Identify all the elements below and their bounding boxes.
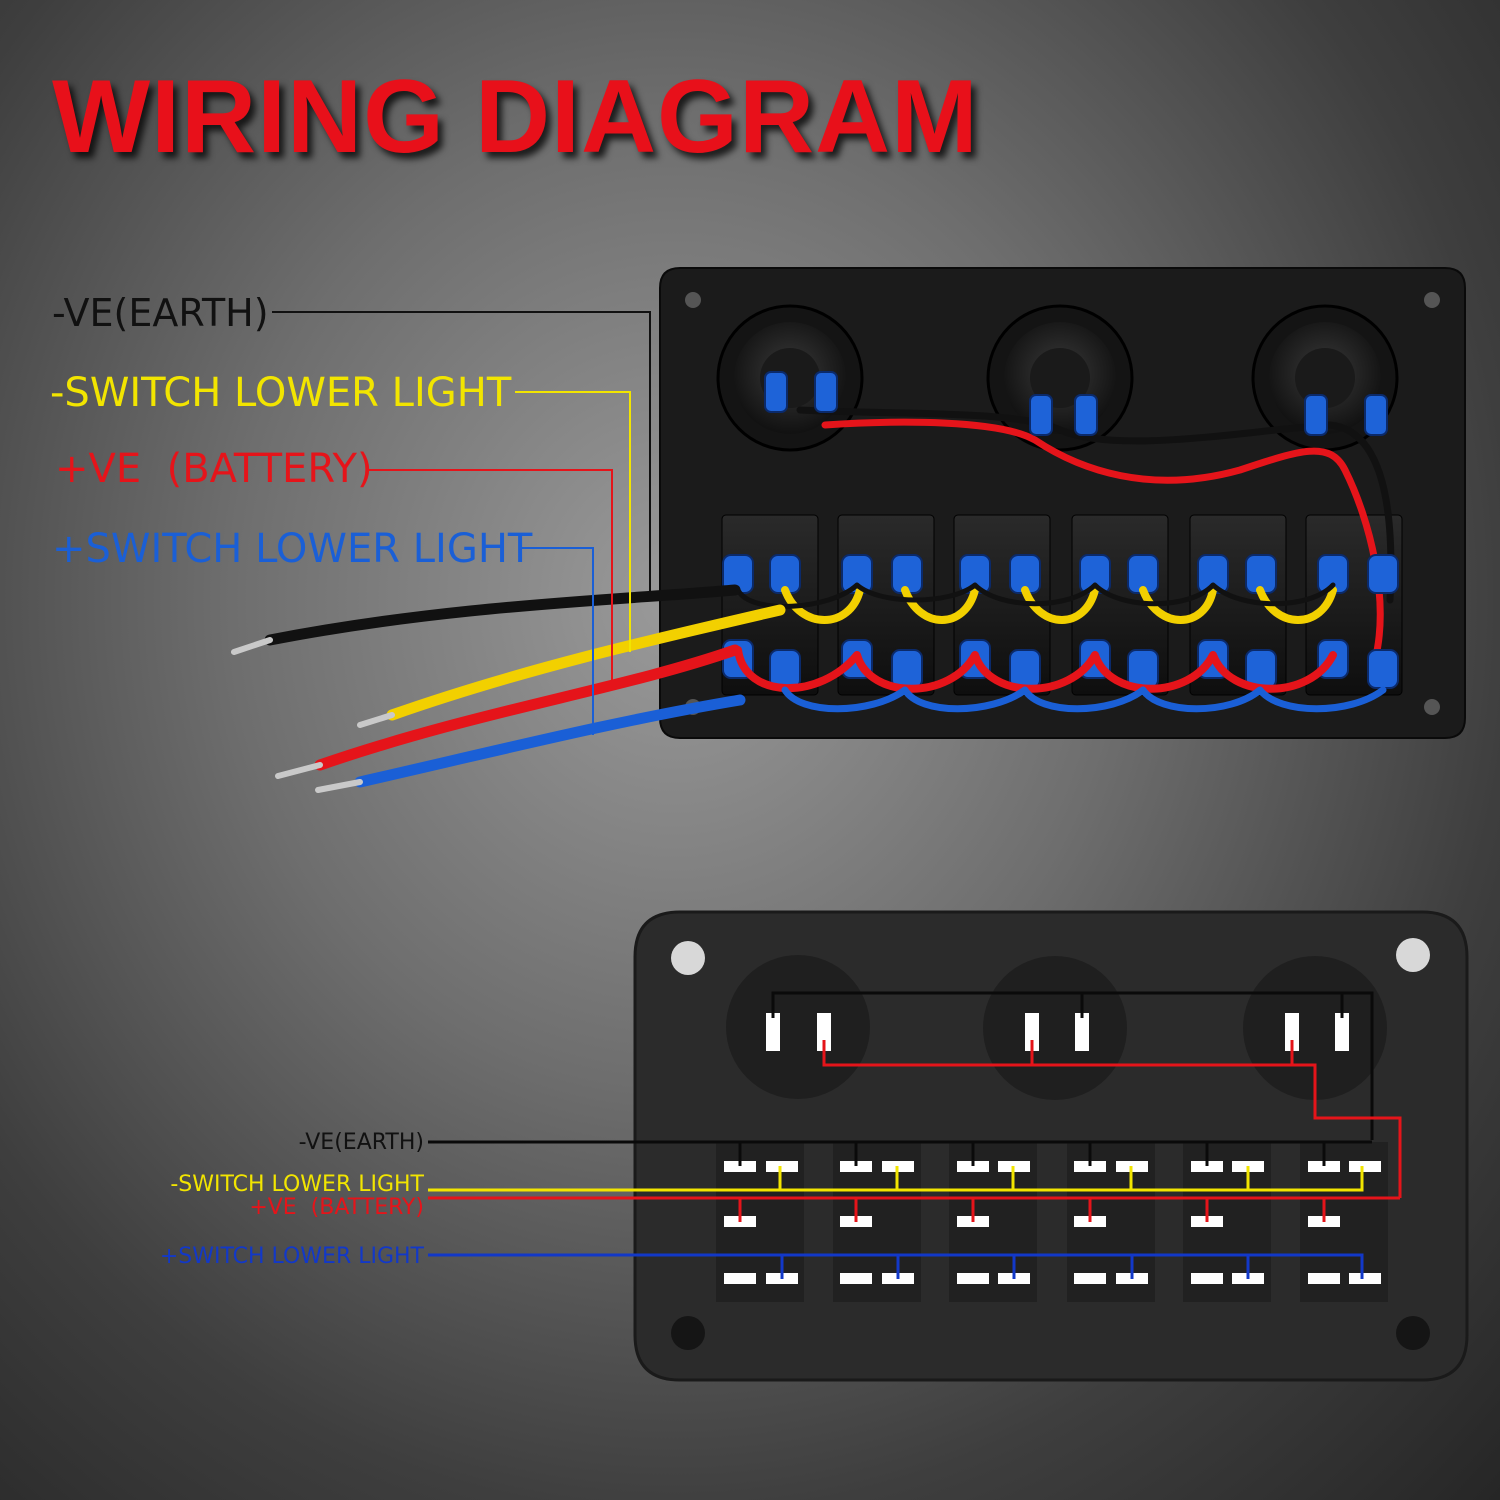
earth-bus-switches [428,1140,1372,1166]
yellow-jumper-wire [781,586,1337,624]
socket-left [716,304,864,452]
battery-bus-sockets [822,1040,1402,1198]
earth-label: -VE(EARTH) [52,291,269,335]
mount-hole [671,1316,705,1350]
socket-terminals [766,1013,1349,1051]
blue-jumper-wire [781,686,1387,713]
switch-lower-pos-label: +SWITCH LOWER LIGHT [52,526,533,572]
page-title: WIRING DIAGRAM [52,59,979,175]
socket-red-wire [821,418,1384,664]
mount-hole [671,941,705,975]
switch-lower-pos-lead-wire [354,694,746,788]
switch-lower-neg-label: -SWITCH LOWER LIGHT [50,370,512,416]
battery-bus-switches [428,1196,1400,1222]
switch-lower-neg-lead-wire [386,604,786,721]
switch-lower-pos-leader-line [522,547,594,735]
switch-lower-pos-bus [428,1253,1364,1279]
schematic-switch-lower-neg-label: -SWITCH LOWER LIGHT [170,1172,424,1197]
mount-hole [1424,292,1440,308]
battery-leader-line [368,469,613,688]
switch-lower-neg-leader-line [515,391,631,652]
socket-outline-middle [983,956,1127,1100]
mount-hole [1396,938,1430,972]
earth-lead-wire [264,584,741,646]
schematic-battery-label: +VE (BATTERY) [249,1195,424,1220]
top-panel: -VE(EARTH) -SWITCH LOWER LIGHT +VE (BATT… [50,267,1466,793]
mount-hole [1424,699,1440,715]
socket-black-wire [796,406,1395,604]
battery-lead-wire [314,644,741,771]
schematic-switch-lower-pos-label: +SWITCH LOWER LIGHT [160,1244,425,1269]
earth-bus-sockets [771,991,1374,1140]
mount-hole [1396,1316,1430,1350]
black-jumper-wire [735,582,1336,609]
schematic-panel: -VE(EARTH) -SWITCH LOWER LIGHT +VE (BATT… [160,910,1469,1382]
stripped-wire-ends [231,637,395,793]
switch-lower-neg-bus [428,1166,1364,1192]
earth-leader-line [272,311,651,593]
mount-hole [685,292,701,308]
battery-label: +VE (BATTERY) [55,446,373,492]
schematic-earth-label: -VE(EARTH) [299,1130,424,1155]
socket-outline-left [726,955,870,1099]
